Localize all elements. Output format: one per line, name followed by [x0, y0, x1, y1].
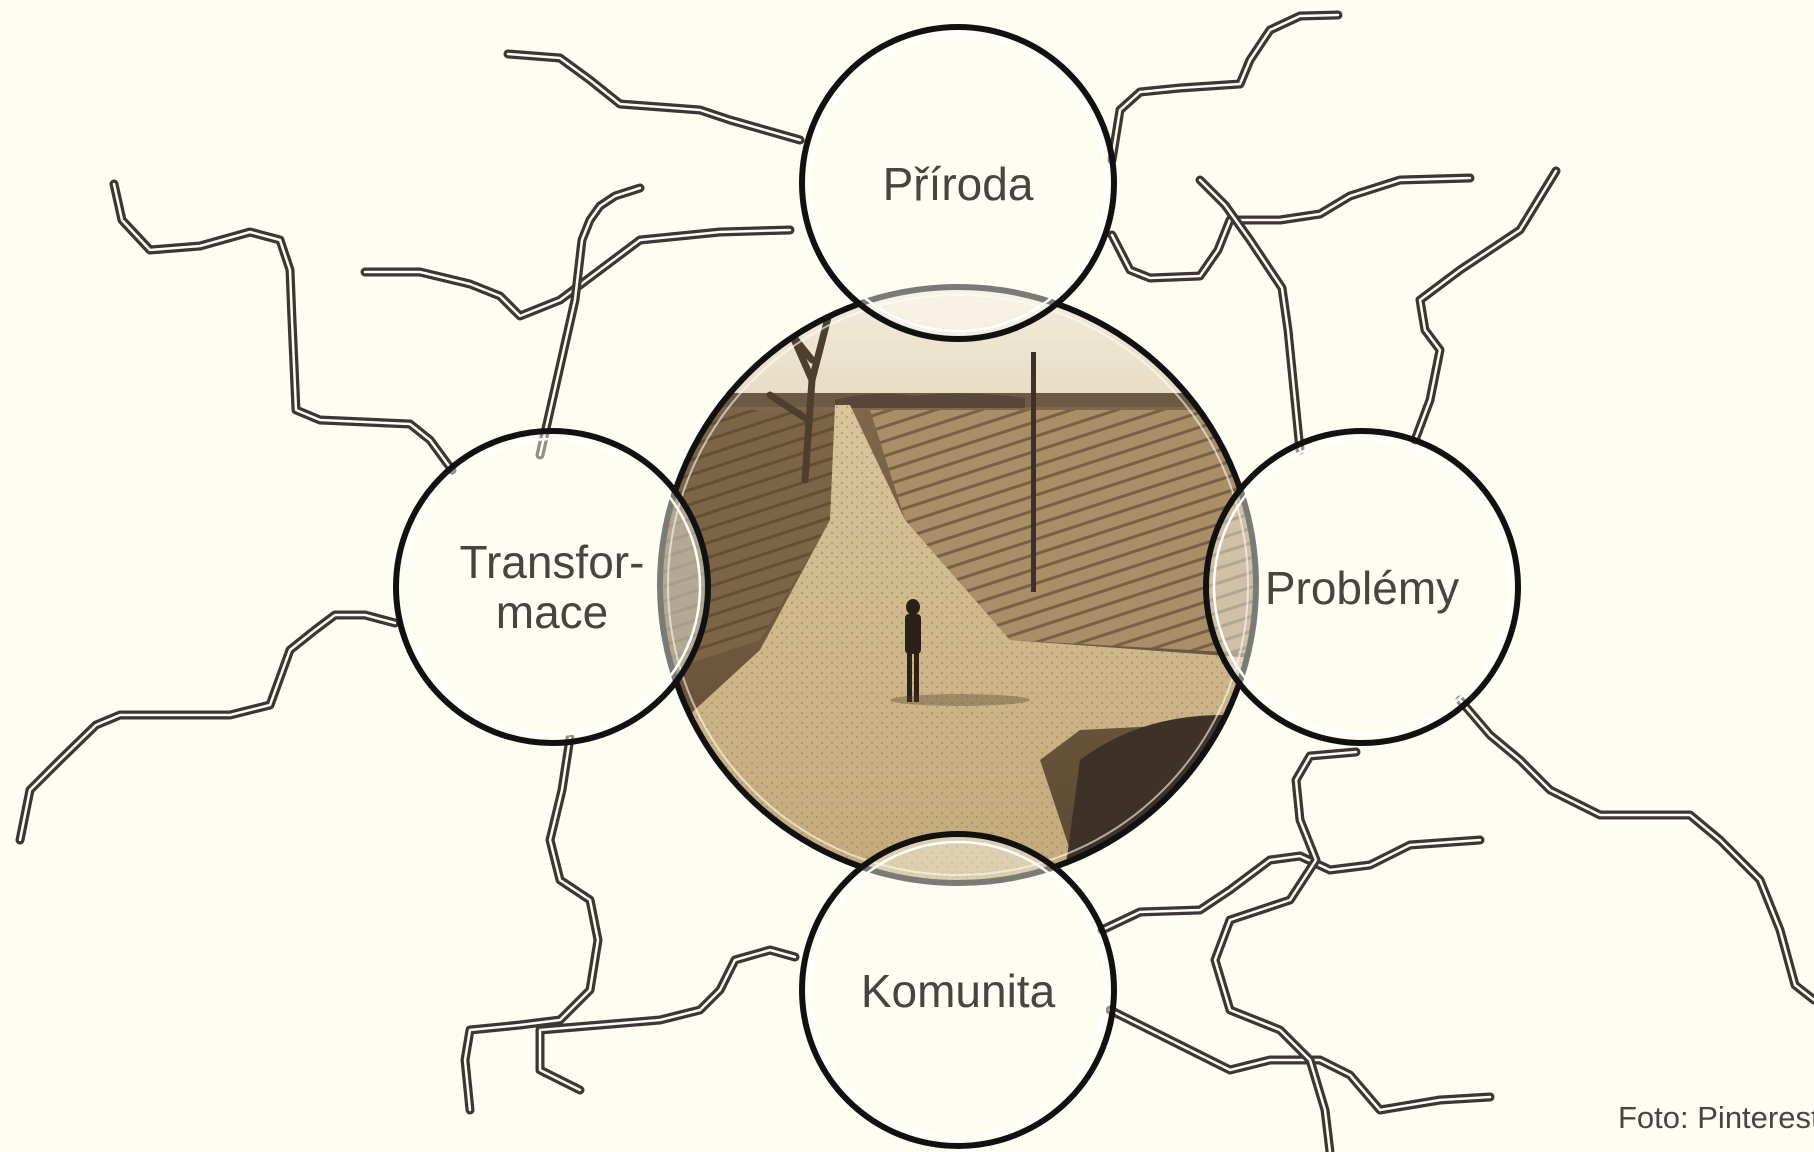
- road-line-inner: [506, 52, 802, 142]
- road-line-outer: [1107, 173, 1475, 283]
- road-line-inner: [1110, 13, 1340, 162]
- road-line-outer: [535, 945, 800, 1095]
- road-line-outer: [15, 610, 400, 845]
- node-transformace-label-line1: Transfor-: [460, 536, 645, 588]
- road-line-inner: [112, 182, 454, 472]
- photo-credit: Foto: Pinterest: [1618, 1100, 1814, 1135]
- road-line-inner: [18, 613, 397, 842]
- road-line-inner: [1413, 169, 1558, 442]
- road-line-inner: [1458, 698, 1814, 1002]
- node-komunita: Komunita: [799, 831, 1117, 1149]
- center-photo: [657, 284, 1259, 886]
- road-line-outer: [109, 179, 457, 475]
- node-transformace: Transfor- mace: [393, 428, 711, 746]
- road-line-inner: [1108, 1008, 1492, 1112]
- node-komunita-label: Komunita: [861, 965, 1056, 1017]
- road-line-outer: [1455, 695, 1814, 1005]
- road-line-outer: [1097, 835, 1485, 935]
- road-network: [15, 10, 1814, 1152]
- road-line-inner: [538, 948, 797, 1092]
- node-problemy-label: Problémy: [1265, 562, 1459, 614]
- road-line-outer: [535, 183, 645, 460]
- road-line-inner: [1213, 750, 1358, 1152]
- road-line-outer: [1410, 166, 1561, 445]
- node-priroda: Příroda: [799, 24, 1117, 342]
- road-line-outer: [1210, 747, 1361, 1152]
- node-transformace-label-line2: mace: [496, 586, 608, 638]
- road-line-inner: [463, 736, 600, 1112]
- road-line-outer: [460, 733, 603, 1115]
- road-line-inner: [1100, 838, 1482, 932]
- road-line-outer: [1107, 10, 1343, 165]
- node-priroda-label: Příroda: [883, 158, 1034, 210]
- road-line-inner: [538, 186, 642, 457]
- node-problemy: Problémy: [1203, 428, 1521, 746]
- road-line-inner: [363, 228, 792, 318]
- road-line-inner: [1198, 178, 1302, 452]
- road-line-inner: [1110, 176, 1472, 280]
